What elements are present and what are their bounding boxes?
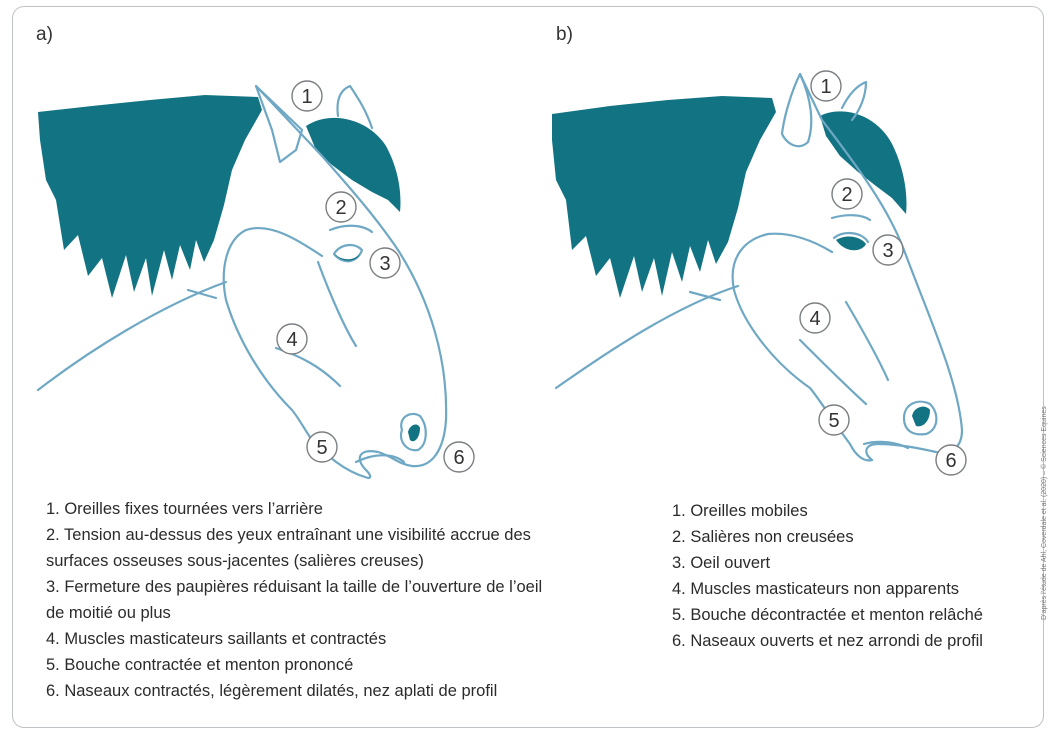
callout-b-5: 5 (819, 405, 849, 435)
legend-a-item: 2. Tension au-dessus des yeux entraînant… (46, 522, 542, 548)
legend-a-item: 5. Bouche contractée et menton prononcé (46, 652, 542, 678)
neck-line-b (556, 286, 738, 388)
svg-text:5: 5 (828, 410, 839, 432)
callout-a-5: 5 (307, 432, 337, 462)
legend-b-item: 4. Muscles masticateurs non apparents (672, 576, 983, 602)
callout-b-4: 4 (800, 303, 830, 333)
legend-b-item: 6. Naseaux ouverts et nez arrondi de pro… (672, 628, 983, 654)
svg-text:2: 2 (841, 184, 852, 206)
mane-a (38, 95, 262, 298)
jaw-line-b (800, 340, 866, 404)
eye-lid-a (334, 245, 362, 261)
ear-front-b (782, 74, 811, 146)
jaw-line-a (276, 348, 340, 386)
callout-a-2: 2 (326, 192, 356, 222)
svg-text:2: 2 (335, 197, 346, 219)
mane-b (552, 96, 776, 298)
legend-a-item: 4. Muscles masticateurs saillants et con… (46, 626, 542, 652)
callout-b-6: 6 (936, 445, 966, 475)
callout-a-6: 6 (444, 442, 474, 472)
legend-a-item: de moitié ou plus (46, 600, 542, 626)
svg-text:3: 3 (379, 253, 390, 275)
svg-text:4: 4 (286, 329, 297, 351)
neck-line-a (38, 282, 226, 390)
cheek-line-a (318, 262, 356, 346)
legend-b-item: 1. Oreilles mobiles (672, 498, 983, 524)
callout-b-2: 2 (832, 179, 862, 209)
legend-b-item: 5. Bouche décontractée et menton relâché (672, 602, 983, 628)
callout-a-3: 3 (370, 248, 400, 278)
horse-head-a (38, 86, 446, 478)
legend-b-item: 2. Salières non creusées (672, 524, 983, 550)
svg-text:6: 6 (945, 450, 956, 472)
callout-a-4: 4 (277, 324, 307, 354)
callout-b-3: 3 (873, 235, 903, 265)
legend-a-item: 3. Fermeture des paupières réduisant la … (46, 574, 542, 600)
legend-b-item: 3. Oeil ouvert (672, 550, 983, 576)
eye-b (836, 237, 866, 251)
brow-a (330, 226, 372, 232)
brow-b (832, 215, 870, 220)
legend-a-item: surfaces osseuses sous-jacentes (salière… (46, 548, 542, 574)
callout-b-1: 1 (811, 71, 841, 101)
svg-text:6: 6 (453, 447, 464, 469)
svg-text:4: 4 (809, 308, 820, 330)
credit-text: D’après l’étude de Ahl, Coverdale et al.… (1041, 406, 1048, 620)
nostril-b (912, 407, 930, 427)
svg-text:3: 3 (882, 240, 893, 262)
svg-text:1: 1 (301, 86, 312, 108)
legend-a-item: 6. Naseaux contractés, légèrement dilaté… (46, 678, 542, 704)
horse-head-b (552, 74, 962, 460)
nostril-a (408, 425, 420, 442)
svg-text:5: 5 (316, 437, 327, 459)
svg-text:1: 1 (820, 76, 831, 98)
cheek-line-b (846, 302, 888, 380)
callout-a-1: 1 (292, 81, 322, 111)
legend-b: 1. Oreilles mobiles 2. Salières non creu… (672, 498, 983, 654)
legend-a-item: 1. Oreilles fixes tournées vers l’arrièr… (46, 496, 542, 522)
legend-a: 1. Oreilles fixes tournées vers l’arrièr… (46, 496, 542, 704)
